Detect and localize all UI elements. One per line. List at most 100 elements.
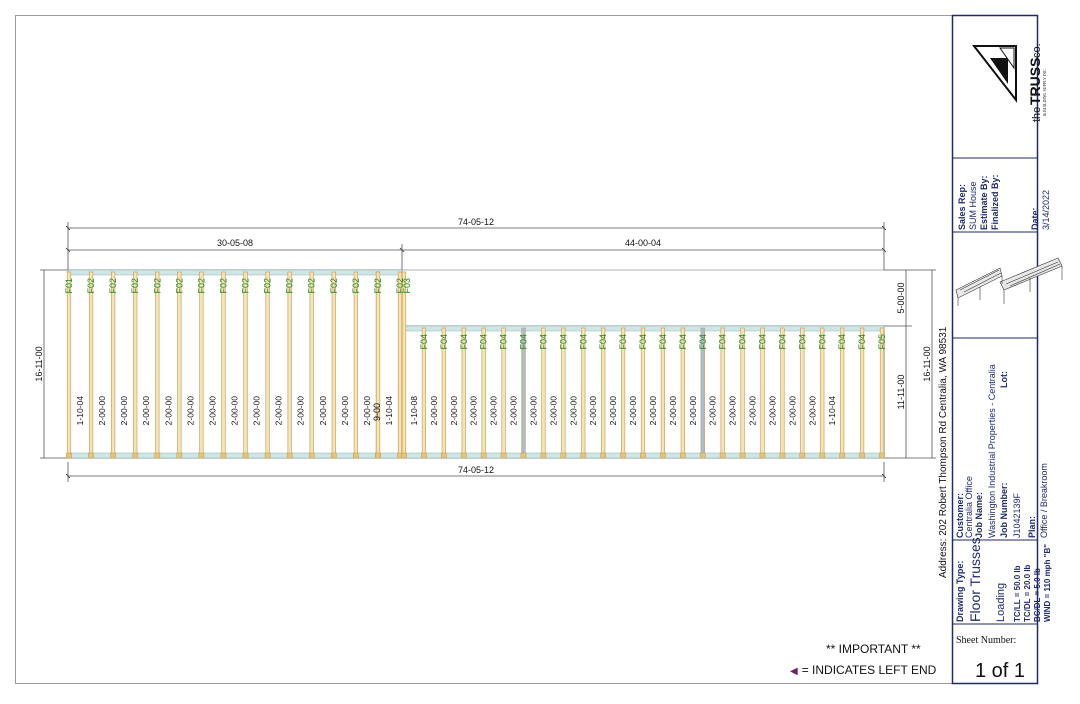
truss-right-7 [540,327,547,459]
truss-tag-right-3: F04 [459,334,469,350]
right-section-dim: 44-00-04 [625,238,661,248]
truss-right-5 [500,327,507,459]
spacing-right-13: 2-00-00 [628,396,638,426]
truss-tag-right-2: F04 [439,334,449,350]
truss-tag-left-1: F01 [64,278,74,294]
truss-left-6 [176,271,183,459]
right-truss-group [401,271,885,459]
overall-top-dim: 74-05-12 [458,217,494,227]
truss-right-13 [660,327,666,459]
building-3d-thumbnail [955,257,1063,306]
spacing-right-17: 2-00-00 [708,396,718,426]
truss-tag-right-5: F04 [499,334,509,350]
truss-right-20 [799,327,806,459]
truss-tag-right-20: F04 [797,334,807,350]
truss-left-14 [353,271,359,459]
logo-co: co. [1031,43,1043,58]
truss-tag-left-6: F02 [174,278,184,294]
truss-tag-right-7: F04 [538,334,548,350]
job-name-label: Job Name: [974,492,984,538]
plan-value: Office / Breakroom [1039,463,1049,538]
spacing-right-22: 2-00-00 [807,396,817,426]
left-end-legend-text: = INDICATES LEFT END [801,663,937,677]
lot-label: Lot: [999,371,1009,388]
truss-left-5 [154,271,161,459]
truss-right-2 [440,327,447,459]
truss-right-23 [859,327,865,459]
truss-tag-right-15: F04 [698,334,708,350]
truss-right-9 [580,327,587,459]
truss-right-1 [421,327,427,459]
bc-dl-value: BC/DL = 5.0 lb [1033,568,1042,622]
truss-left-1 [66,271,72,459]
truss-tag-right-22: F04 [837,334,847,350]
spacing-left-10: 2-00-00 [274,396,284,426]
truss-tag-right-24: F05 [877,334,887,350]
truss-tag-right-17: F04 [738,334,748,350]
spacing-right-9: 2-00-00 [548,396,558,426]
spacing-right-15: 2-00-00 [668,396,678,426]
truss-tag-left-16: F02 [395,278,405,294]
wind-value: WIND = 110 mph "B" [1043,544,1052,622]
truss-right-4 [480,327,487,459]
truss-right-10 [600,327,607,459]
job-number-value: J1042139F [1012,492,1022,538]
truss-tag-left-2: F02 [86,278,96,294]
truss-right-6 [520,327,527,459]
truss-tag-right-14: F04 [678,334,688,350]
truss-right-18 [759,327,766,459]
truss-tag-right-19: F04 [777,334,787,350]
truss-tag-left-9: F02 [241,278,251,294]
spacing-right-4: 2-00-00 [449,396,459,426]
truss-left-16 [397,271,403,459]
spacing-left-11: 2-00-00 [296,396,306,426]
spacing-right-21: 2-00-00 [787,396,797,426]
company-logo: the TRUSS co. & BUILDING SUPPLY INC. [971,43,1047,122]
spacing-left-8: 2-00-00 [230,396,240,426]
spacing-right-11: 2-00-00 [588,396,598,426]
spacing-right-1: 1-10-04 [384,396,394,426]
truss-right-17 [739,327,746,459]
spacing-right-7: 2-00-00 [509,396,519,426]
spacing-right-19: 2-00-00 [748,396,758,426]
date-value: 3/14/2022 [1041,190,1051,230]
left-end-triangle-icon: ◀ [790,666,798,677]
truss-left-double [375,271,381,459]
sheet-number-label: Sheet Number: [956,635,1016,646]
truss-tag-right-6: F04 [519,334,529,350]
estimate-by-label: Estimate By: [979,175,989,230]
truss-tag-right-13: F04 [658,334,668,350]
drawing-type-label: Drawing Type: [955,561,965,622]
truss-left-2 [88,271,94,459]
truss-left-10 [264,271,271,459]
spacing-right-6: 2-00-00 [489,396,499,426]
truss-tag-left-15: F02 [373,278,383,294]
truss-tag-right-10: F04 [598,334,608,350]
truss-right-22 [839,327,846,459]
truss-tag-left-7: F02 [196,278,206,294]
truss-left-7 [198,271,205,459]
truss-right-12 [640,327,646,459]
spacing-right-12: 2-00-00 [608,396,618,426]
truss-tag-left-5: F02 [152,278,162,294]
logo-the: the [1031,107,1043,122]
spacing-left-6: 2-00-00 [185,396,195,426]
important-note: ** IMPORTANT ** [826,642,921,656]
left-truss-group [66,271,403,459]
truss-tag-right-9: F04 [578,334,588,350]
spacing-right-18: 2-00-00 [728,396,738,426]
spacing-left-9: 2-00-00 [252,396,262,426]
spacing-left-12: 2-00-00 [318,396,328,426]
mid-dim-label: 9-00 [372,403,382,421]
drawing-type-value: Floor Trusses [967,537,983,622]
spacing-right-3: 2-00-00 [429,396,439,426]
truss-right-11 [620,327,626,459]
truss-tag-f03: F03 [402,278,412,294]
truss-right-3 [460,327,467,459]
truss-tag-right-8: F04 [558,334,568,350]
truss-left-9 [242,271,249,459]
truss-left-8 [220,271,227,459]
